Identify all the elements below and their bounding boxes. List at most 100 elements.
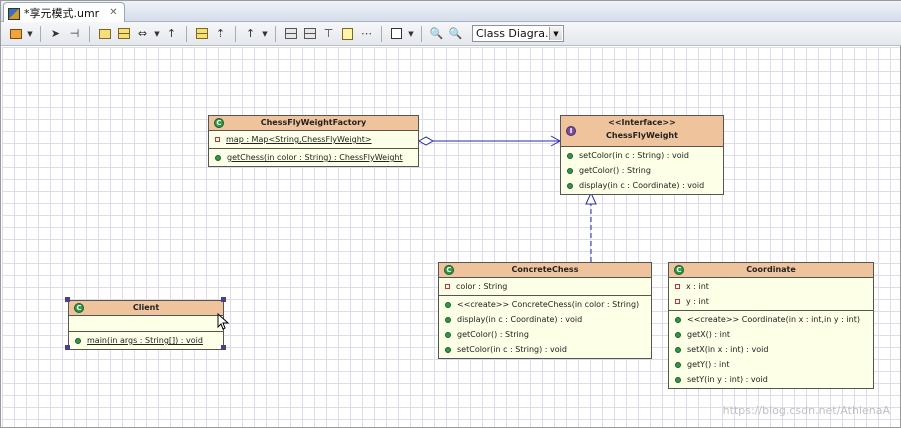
watermark: https://blog.csdn.net/AthlenaA [722, 404, 890, 417]
close-icon[interactable]: ✕ [109, 7, 118, 18]
operation-text: getChess(in color : String) : ChessFlyWe… [227, 153, 403, 162]
toolbar-separator [89, 25, 90, 42]
zoom-region-icon[interactable]: ⊣ [69, 27, 80, 40]
diagram-type-select[interactable]: Class Diagra... ▼ [472, 25, 564, 42]
public-icon [567, 167, 573, 174]
diagram-canvas[interactable]: C ChessFlyWeightFactory map : Map<String… [2, 47, 900, 427]
class-coordinate[interactable]: C Coordinate x : int y : int <<create>> … [668, 262, 874, 389]
diagram-type-value: Class Diagra... [476, 27, 556, 40]
operation-row[interactable]: getChess(in color : String) : ChessFlyWe… [209, 150, 418, 165]
public-icon [215, 154, 221, 161]
class-name: Coordinate [746, 265, 796, 274]
umr-file-icon [8, 7, 20, 20]
generalization-icon[interactable]: ↑ [166, 27, 177, 40]
attribute-row[interactable]: y : int [669, 294, 873, 309]
public-icon [445, 316, 451, 323]
chevron-down-icon[interactable]: ▼ [27, 29, 33, 38]
operation-row[interactable]: setX(in x : int) : void [669, 342, 873, 357]
operation-row[interactable]: display(in c : Coordinate) : void [439, 312, 651, 327]
chevron-down-icon[interactable]: ▼ [549, 27, 562, 40]
operation-row[interactable]: display(in c : Coordinate) : void [561, 178, 723, 193]
class-header: C Coordinate [669, 263, 873, 278]
realization-icon[interactable]: ⇡ [215, 27, 226, 40]
public-icon [445, 301, 451, 308]
selection-handle[interactable] [65, 297, 70, 302]
operation-row[interactable]: setColor(in c : String) : void [439, 342, 651, 357]
association-icon[interactable]: ⇔ [137, 27, 148, 40]
attribute-row[interactable]: color : String [439, 279, 651, 294]
instance-icon[interactable]: ⊤ [323, 27, 334, 40]
selection-handle[interactable] [221, 297, 226, 302]
attribute-text: x : int [686, 282, 709, 291]
enumeration-icon[interactable] [282, 25, 299, 42]
operation-row[interactable]: main(in args : String[]) : void [69, 333, 223, 348]
selection-handle[interactable] [65, 345, 70, 350]
palette-icon[interactable] [7, 25, 24, 42]
class-concretechess[interactable]: C ConcreteChess color : String <<create>… [438, 262, 652, 359]
private-icon [675, 299, 680, 304]
diagram-toolbar: ▼ ➤ ⊣ ⇔ ▼ ↑ ⇡ ↑ ▼ ⊤ ⋯ ▼ 🔍 🔍 Class Diagra… [1, 22, 901, 46]
attribute-text: y : int [686, 297, 709, 306]
public-icon [675, 376, 681, 383]
select-arrow-icon[interactable]: ➤ [50, 27, 61, 40]
public-icon [675, 331, 681, 338]
interface-chessflyweight[interactable]: I <<Interface>> ChessFlyWeight setColor(… [560, 115, 724, 195]
private-icon [445, 284, 450, 289]
operation-text: main(in args : String[]) : void [87, 336, 203, 345]
operation-row[interactable]: getX() : int [669, 327, 873, 342]
editor-tab[interactable]: *享元模式.umr ✕ [3, 2, 125, 22]
operation-row[interactable]: getY() : int [669, 357, 873, 372]
attribute-section: map : Map<String,ChessFlyWeight> [209, 131, 418, 149]
class-header: C Client [69, 301, 223, 316]
class-tool-icon[interactable] [115, 25, 132, 42]
chevron-down-icon[interactable]: ▼ [154, 29, 160, 38]
note-link-icon[interactable]: ⋯ [361, 27, 372, 40]
operation-text: getY() : int [687, 360, 730, 369]
tab-title: *享元模式.umr [24, 6, 100, 20]
private-icon [675, 284, 680, 289]
operation-text: display(in c : Coordinate) : void [457, 315, 583, 324]
attribute-row[interactable]: x : int [669, 279, 873, 294]
class-client[interactable]: C Client main(in args : String[]) : void [68, 300, 224, 350]
dependency-icon[interactable]: ↑ [245, 27, 256, 40]
operation-row[interactable]: getColor() : String [439, 327, 651, 342]
operation-section: getChess(in color : String) : ChessFlyWe… [209, 149, 418, 166]
aggregation-diamond [417, 136, 435, 146]
toolbar-separator [235, 25, 236, 42]
operation-text: <<create>> ConcreteChess(in color : Stri… [457, 300, 640, 309]
operation-row[interactable]: getColor() : String [561, 163, 723, 178]
operation-section: <<create>> Coordinate(in x : int,in y : … [669, 311, 873, 388]
class-icon: C [444, 265, 454, 275]
public-icon [445, 331, 451, 338]
interface-tool-icon[interactable] [193, 25, 210, 42]
operation-row[interactable]: <<create>> ConcreteChess(in color : Stri… [439, 297, 651, 312]
zoom-out-icon[interactable]: 🔍 [448, 27, 463, 40]
attribute-text: color : String [456, 282, 508, 291]
class-name: ChessFlyWeightFactory [260, 118, 367, 127]
package-icon[interactable] [96, 25, 113, 42]
mouse-cursor-icon [217, 313, 230, 330]
relationship-lines [417, 135, 597, 262]
public-icon [75, 337, 81, 344]
operation-row[interactable]: setY(in y : int) : void [669, 372, 873, 387]
operation-section: main(in args : String[]) : void [69, 332, 223, 349]
shape-icon[interactable] [388, 25, 405, 42]
operation-text: getColor() : String [579, 166, 651, 175]
chevron-down-icon[interactable]: ▼ [408, 29, 414, 38]
class-name: ConcreteChess [511, 265, 579, 274]
note-icon[interactable] [339, 25, 356, 42]
class-chessflyweightfactory[interactable]: C ChessFlyWeightFactory map : Map<String… [208, 115, 419, 167]
public-icon [567, 152, 573, 159]
datatype-icon[interactable] [301, 25, 318, 42]
attribute-row[interactable]: map : Map<String,ChessFlyWeight> [209, 132, 418, 147]
operation-row[interactable]: <<create>> Coordinate(in x : int,in y : … [669, 312, 873, 327]
chevron-down-icon[interactable]: ▼ [262, 29, 268, 38]
toolbar-separator [40, 25, 41, 42]
selection-handle[interactable] [221, 345, 226, 350]
operation-text: setColor(in c : String) : void [457, 345, 567, 354]
toolbar-separator [421, 25, 422, 42]
operation-row[interactable]: setColor(in c : String) : void [561, 148, 723, 163]
class-name: Client [132, 303, 160, 312]
class-header: C ConcreteChess [439, 263, 651, 278]
zoom-in-icon[interactable]: 🔍 [429, 27, 444, 40]
